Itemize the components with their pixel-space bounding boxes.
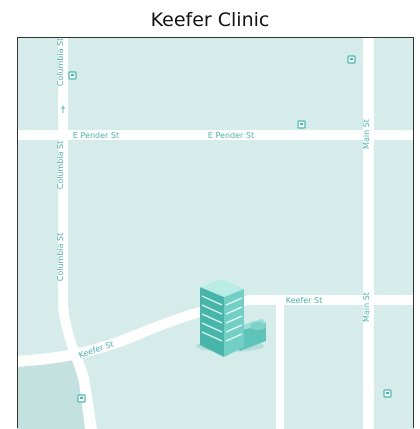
street-label-main-low: Main St — [362, 292, 371, 322]
oneway-arrow-icon — [61, 105, 65, 113]
poi-square-icon[interactable] — [297, 120, 306, 129]
street-label-pender-left: E Pender St — [73, 131, 119, 140]
street-label-columbia-mid: Columbia St — [56, 141, 65, 190]
road-network — [17, 37, 414, 429]
map-svg: Columbia St Columbia St Columbia St E Pe… — [17, 37, 414, 429]
park-area — [17, 359, 89, 429]
road-keefer-west — [17, 295, 249, 367]
street-label-keefer-right: Keefer St — [286, 296, 322, 305]
poi-square-icon[interactable] — [347, 55, 356, 64]
road-lane — [276, 303, 284, 429]
poi-markers — [68, 55, 392, 403]
road-columbia-curve — [58, 305, 97, 429]
poi-square-icon[interactable] — [77, 394, 86, 403]
road-columbia — [58, 37, 68, 307]
road-keefer-east — [247, 295, 414, 305]
road-pender — [17, 130, 414, 140]
street-label-pender-mid: E Pender St — [208, 131, 254, 140]
street-label-main-top: Main St — [362, 119, 371, 149]
clinic-building-icon[interactable] — [196, 279, 266, 357]
map-title: Keefer Clinic — [150, 9, 270, 31]
poi-square-icon[interactable] — [383, 389, 392, 398]
street-label-columbia-low: Columbia St — [56, 233, 65, 282]
map-canvas[interactable]: Columbia St Columbia St Columbia St E Pe… — [17, 37, 414, 429]
street-label-columbia-top: Columbia St — [56, 38, 65, 87]
poi-square-icon[interactable] — [68, 71, 77, 80]
road-main — [363, 37, 374, 429]
